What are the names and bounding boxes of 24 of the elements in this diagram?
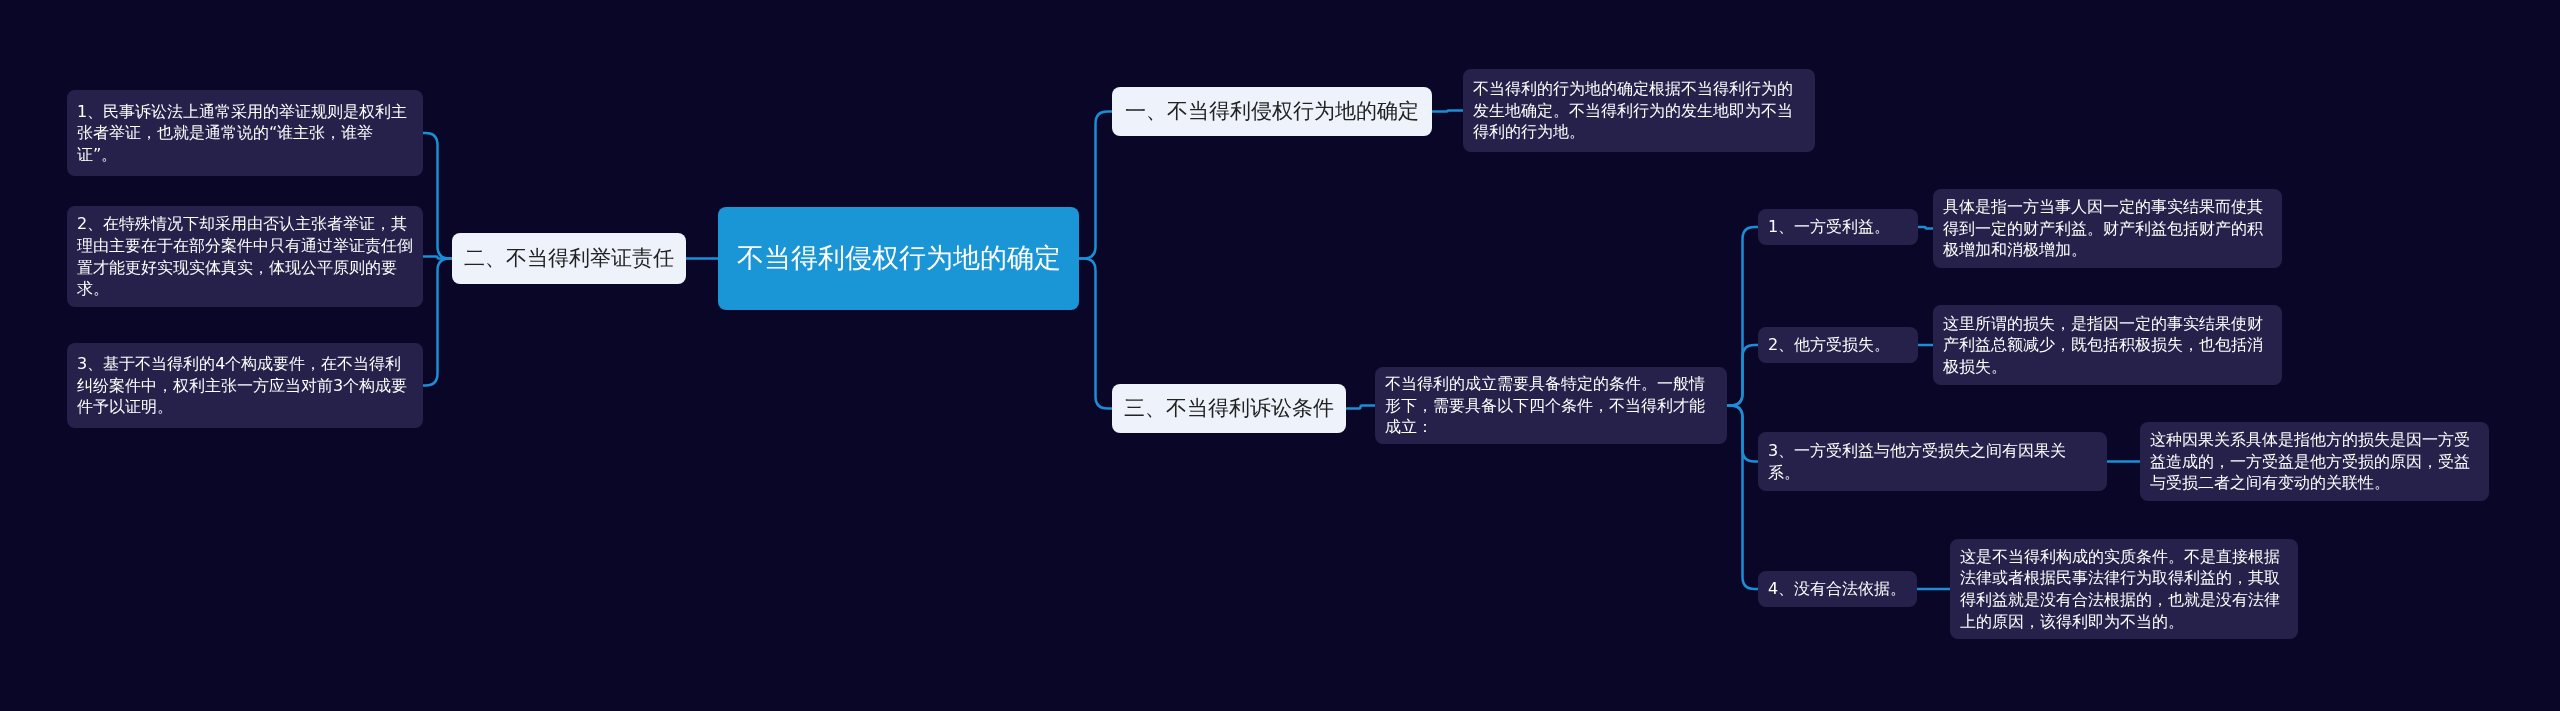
connector-line — [686, 257, 718, 260]
note-box: 这种因果关系具体是指他方的损失是因一方受益造成的，一方受益是他方受损的原因，受益与受损二者之间有变动的关联性。 — [2140, 422, 2489, 501]
subtopic-box: 2、他方受损失。 — [1758, 327, 1918, 363]
connector-line — [423, 257, 452, 387]
subtopic-box: 3、一方受利益与他方受损失之间有因果关系。 — [1758, 432, 2107, 491]
subtopic-box: 4、没有合法依据。 — [1758, 571, 1917, 607]
note-box: 这是不当得利构成的实质条件。不是直接根据法律或者根据民事法律行为取得利益的，其取得利益就是没有合法根据的，也就是没有法律上的原因，该得利即为不当的。 — [1950, 539, 2298, 639]
connector-line — [1432, 109, 1463, 113]
connector-line — [1917, 587, 1950, 591]
note-box: 不当得利的成立需要具备特定的条件。一般情形下，需要具备以下四个条件，不当得利才能成立： — [1375, 367, 1727, 444]
subtopic-box: 1、一方受利益。 — [1758, 209, 1918, 245]
topic-box: 一、不当得利侵权行为地的确定 — [1112, 87, 1432, 136]
note-box: 2、在特殊情况下却采用由否认主张者举证，其理由主要在于在部分案件中只有通过举证责任倒置才能更好实现实体真实，体现公平原则的要求。 — [67, 206, 423, 307]
connector-line — [1346, 404, 1375, 410]
topic-box: 三、不当得利诉讼条件 — [1112, 384, 1346, 433]
note-box: 不当得利的行为地的确定根据不当得利行为的发生地确定。不当得利行为的发生地即为不当得利的行为地。 — [1463, 69, 1815, 152]
connector-line — [2107, 460, 2140, 463]
central-topic-box: 不当得利侵权行为地的确定 — [718, 207, 1079, 310]
note-box: 这里所谓的损失，是指因一定的事实结果使财产利益总额减少，既包括积极损失，也包括消极损失。 — [1933, 305, 2282, 385]
note-box: 1、民事诉讼法上通常采用的举证规则是权利主张者举证，也就是通常说的“谁主张，谁举证”。 — [67, 90, 423, 176]
note-box: 3、基于不当得利的4个构成要件，在不当得利纠纷案件中，权利主张一方应当对前3个构成要件予以证明。 — [67, 343, 423, 428]
note-box: 具体是指一方当事人因一定的事实结果而使其得到一定的财产利益。财产利益包括财产的积极增加和消极增加。 — [1933, 189, 2282, 268]
topic-box: 二、不当得利举证责任 — [452, 233, 686, 284]
connector-line — [1918, 225, 1933, 230]
